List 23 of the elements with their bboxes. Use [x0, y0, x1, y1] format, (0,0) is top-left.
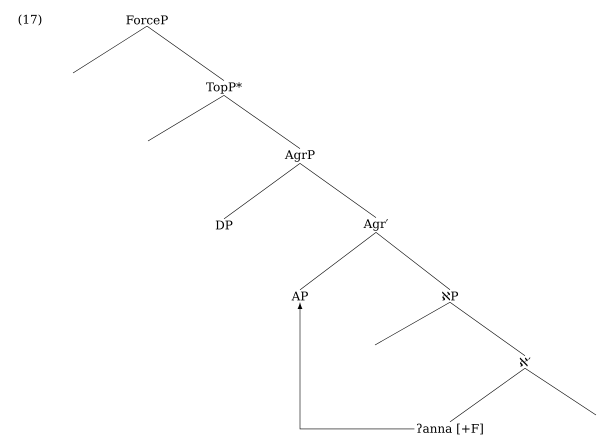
- tree-label: ʔanna [+F]: [417, 424, 483, 434]
- tree-branch: [376, 232, 450, 290]
- tree-label: Agr′: [364, 219, 388, 231]
- tree-branch: [524, 368, 596, 416]
- tree-label: DP: [216, 220, 232, 230]
- movement-arrow: [298, 303, 415, 430]
- tree-branch: [450, 368, 526, 422]
- tree-branch: [300, 232, 376, 290]
- tree-label: ℵP: [442, 291, 458, 301]
- tree-label: TopP*: [206, 82, 242, 94]
- tree-branch: [72, 26, 148, 74]
- tree-branch: [224, 163, 300, 220]
- tree-branch: [146, 26, 224, 81]
- tree-label: ForceP: [126, 16, 168, 24]
- tree-branch: [374, 302, 450, 346]
- tree-branch: [300, 163, 376, 218]
- tree-label: AgrP: [284, 150, 315, 162]
- tree-label: ℵ′: [520, 357, 531, 367]
- tree-branch: [148, 95, 224, 142]
- example-number: (17): [18, 14, 42, 26]
- tree-branch: [224, 95, 300, 149]
- tree-branch: [450, 302, 526, 356]
- tree-label: AP: [292, 292, 308, 300]
